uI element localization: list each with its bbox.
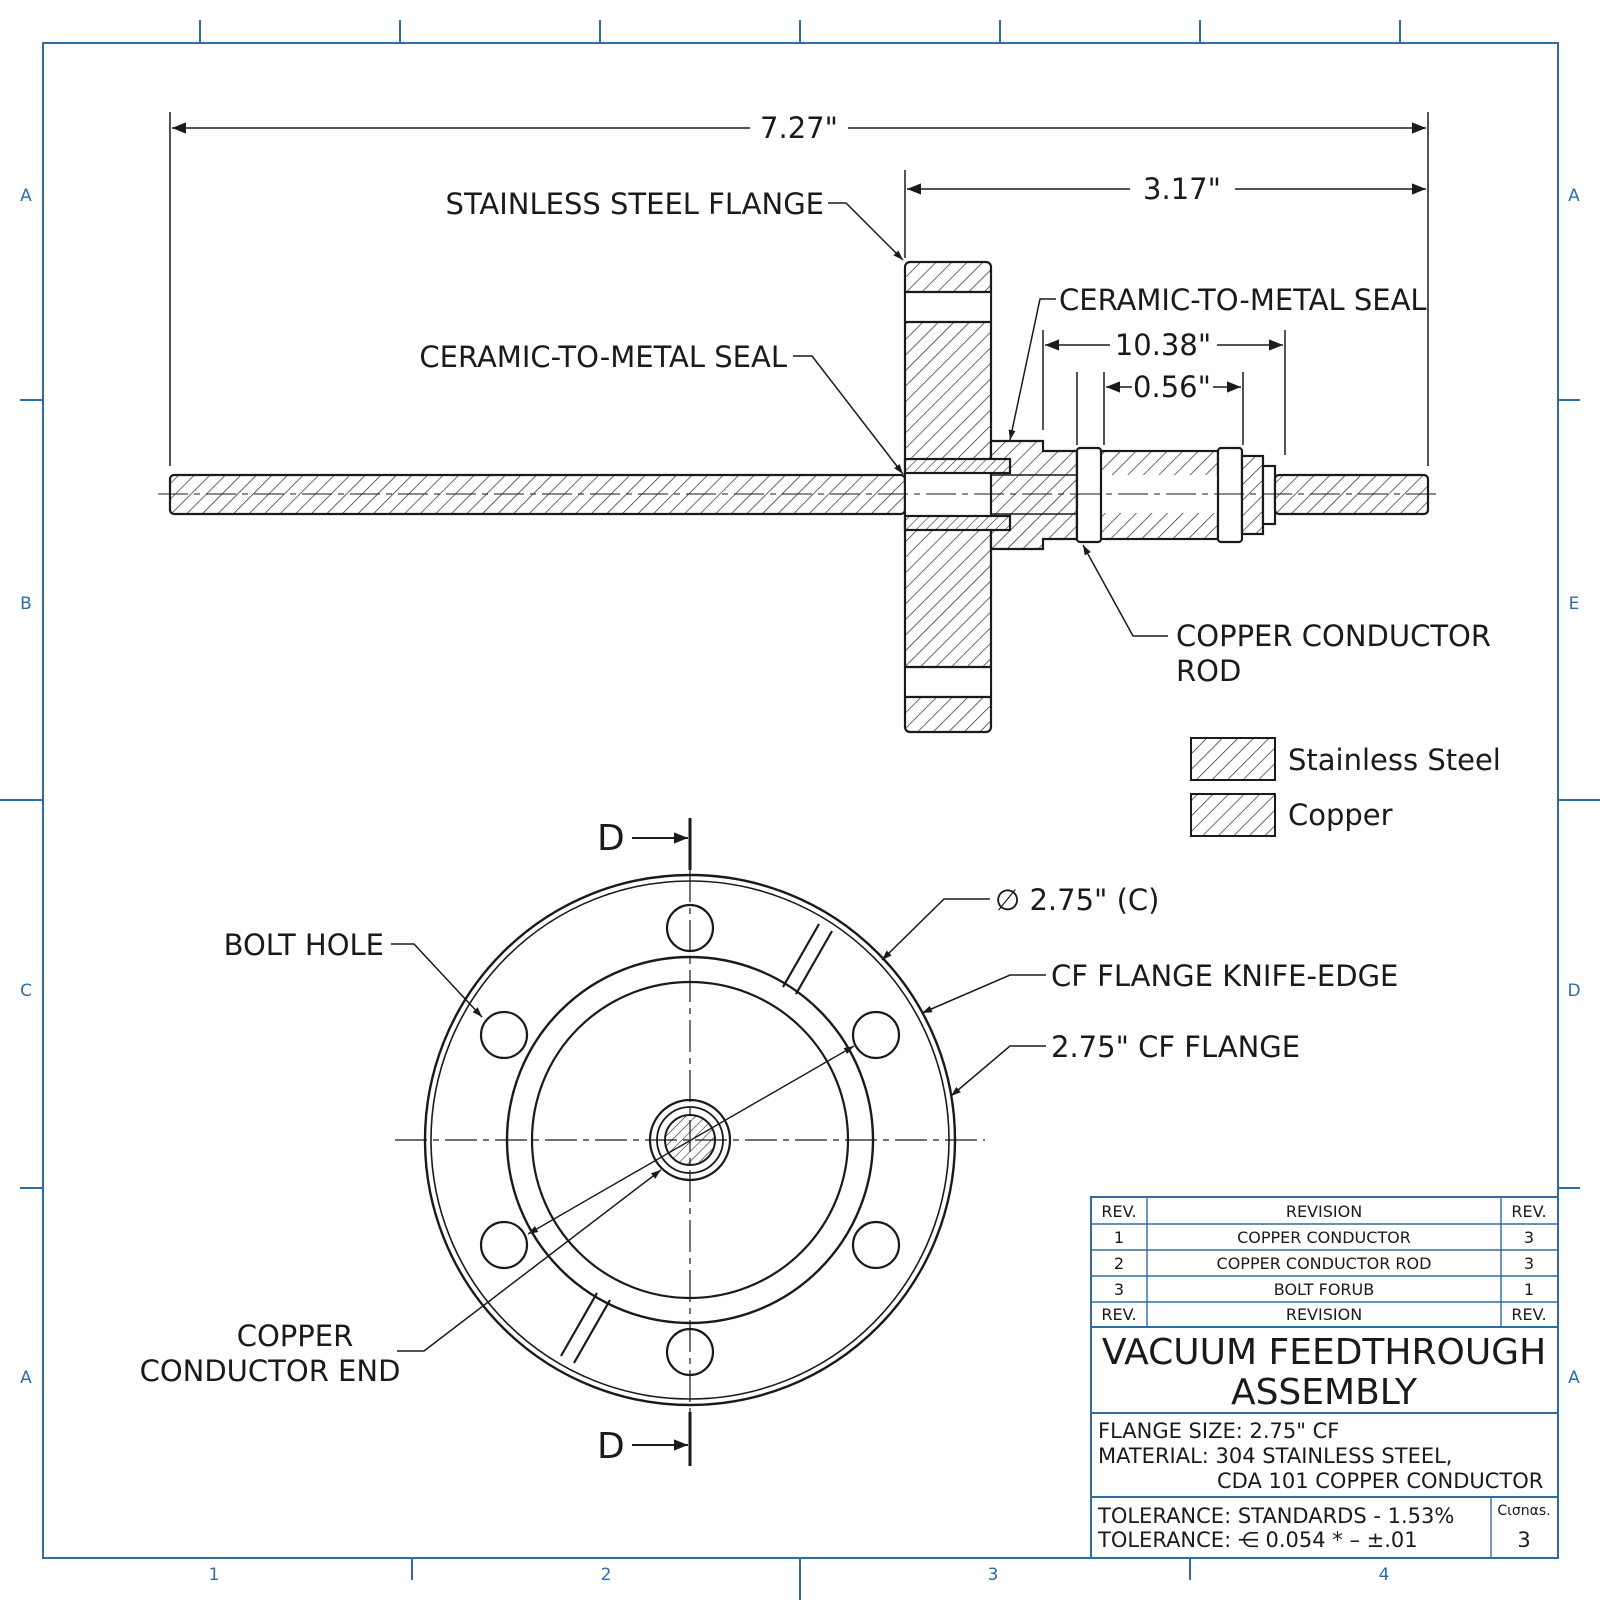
tolerance-line1: TOLERANCE: STANDARDS - 1.53%	[1097, 1504, 1454, 1528]
front-view	[395, 818, 985, 1470]
rev-header-3: REV.	[1511, 1202, 1546, 1221]
label-conductor-end-line1: COPPER	[237, 1319, 354, 1353]
section-mark-top: D	[597, 818, 625, 859]
rev-row-1-rev2: 3	[1524, 1228, 1534, 1247]
row-label-right-4: A	[1568, 1368, 1580, 1388]
bolt-hole	[851, 1220, 901, 1270]
tolerance-line2: TOLERANCE: ⋲ 0.054 * – ±.01	[1097, 1528, 1418, 1552]
drawing-frame	[0, 20, 1600, 1600]
legend-swatch-stainless	[1190, 737, 1276, 781]
label-seal-right: CERAMIC-TO-METAL SEAL	[1059, 283, 1427, 317]
col-label-4: 4	[1379, 1565, 1390, 1585]
side-view	[158, 260, 1440, 734]
sheet-label: Cισnαs.	[1497, 1503, 1550, 1519]
rev-header-1: REV.	[1101, 1202, 1136, 1221]
rev-footer-3: REV.	[1511, 1305, 1546, 1324]
rev-footer-1: REV.	[1101, 1305, 1136, 1324]
col-label-2: 2	[601, 1565, 612, 1585]
frame-labels: A B C A A E D A 1 2 3 4	[20, 186, 1580, 1585]
title-block	[1090, 1196, 1559, 1559]
row-label-right-3: D	[1567, 981, 1580, 1001]
col-label-1: 1	[209, 1565, 220, 1585]
dim-sleeve-length: 10.38"	[1115, 328, 1211, 362]
label-stainless-flange: STAINLESS STEEL FLANGE	[446, 187, 824, 221]
spec-flange-size: FLANGE SIZE: 2.75" CF	[1098, 1419, 1339, 1443]
seal-sleeve	[903, 439, 1079, 551]
label-cf-flange: 2.75" CF FLANGE	[1051, 1030, 1300, 1064]
drawing-title-line2: ASSEMBLY	[1231, 1372, 1418, 1413]
legend: Stainless Steel Copper	[1190, 737, 1501, 837]
dim-flange-to-end: 3.17"	[1143, 172, 1221, 206]
drawing-title-line1: VACUUM FEEDTHROUGH	[1102, 1332, 1546, 1373]
spec-material: MATERIAL: 304 STAINLESS STEEL,	[1098, 1444, 1452, 1468]
sheet-value: 3	[1517, 1528, 1530, 1552]
row-label-left-4: A	[20, 1368, 32, 1388]
row-label-left-2: B	[20, 594, 32, 614]
legend-label-stainless: Stainless Steel	[1288, 743, 1501, 777]
rev-row-3-rev: 3	[1114, 1280, 1124, 1299]
label-seal-left: CERAMIC-TO-METAL SEAL	[419, 340, 787, 374]
row-label-right-1: A	[1568, 186, 1580, 206]
rev-footer-2: REVISION	[1286, 1305, 1362, 1324]
rev-row-2-rev2: 3	[1524, 1254, 1534, 1273]
revision-table: REV. REVISION REV. 1 COPPER CONDUCTOR 3 …	[1101, 1202, 1546, 1324]
bolt-hole	[851, 1010, 901, 1060]
col-label-3: 3	[988, 1565, 999, 1585]
section-mark-bottom: D	[597, 1426, 625, 1467]
spec-material-2: CDA 101 COPPER CONDUCTOR	[1217, 1469, 1543, 1493]
label-conductor-end-line2: CONDUCTOR END	[140, 1354, 401, 1388]
rev-row-1-desc: COPPER CONDUCTOR	[1237, 1228, 1411, 1247]
dim-overall-length: 7.27"	[760, 111, 838, 145]
label-rod-line2: ROD	[1176, 654, 1241, 688]
label-rod-line1: COPPER CONDUCTOR	[1176, 619, 1491, 653]
row-label-right-2: E	[1569, 594, 1580, 614]
rev-header-2: REVISION	[1286, 1202, 1362, 1221]
side-dimensions	[169, 112, 1429, 466]
stainless-flange-section	[903, 260, 993, 734]
legend-label-copper: Copper	[1288, 798, 1393, 832]
rev-row-2-desc: COPPER CONDUCTOR ROD	[1217, 1254, 1432, 1273]
bolt-holes	[479, 903, 901, 1377]
rev-row-3-desc: BOLT FORUB	[1274, 1280, 1374, 1299]
rev-row-3-rev2: 1	[1524, 1280, 1534, 1299]
label-bolt-hole: BOLT HOLE	[224, 928, 384, 962]
rev-row-1-rev: 1	[1114, 1228, 1124, 1247]
dim-collar-length: 0.56"	[1133, 370, 1211, 404]
row-label-left-3: C	[20, 981, 32, 1001]
row-label-left-1: A	[20, 186, 32, 206]
label-flange-diameter: ∅ 2.75" (C)	[995, 883, 1159, 917]
legend-swatch-copper	[1190, 793, 1276, 837]
front-leaders	[391, 898, 1046, 1352]
label-knife-edge: CF FLANGE KNIFE-EDGE	[1051, 959, 1398, 993]
rev-row-2-rev: 2	[1114, 1254, 1124, 1273]
side-leaders	[793, 202, 1168, 637]
bolt-hole	[479, 1220, 529, 1270]
bolt-hole	[479, 1010, 529, 1060]
